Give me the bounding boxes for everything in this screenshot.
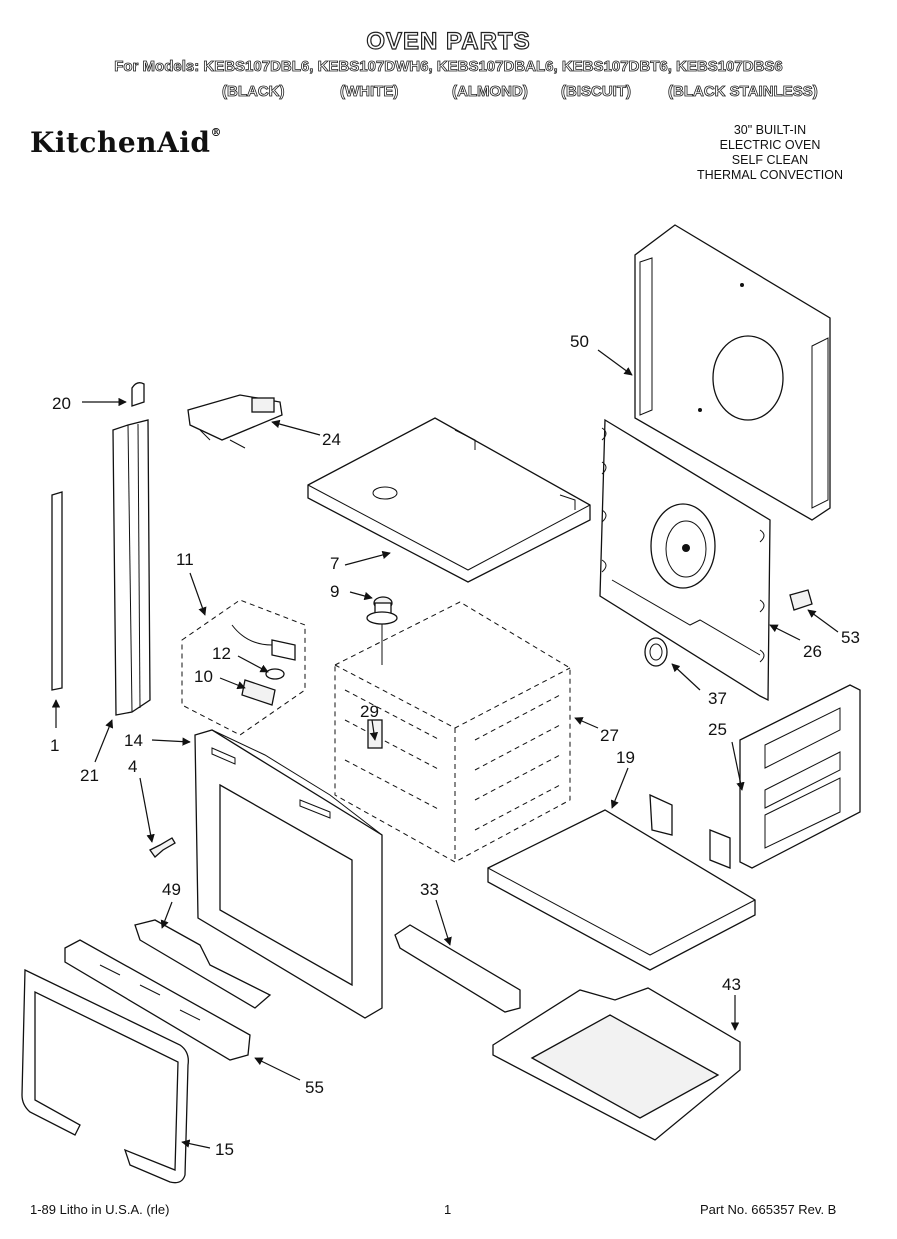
part-25-side-panel xyxy=(739,684,861,869)
product-description: 30" BUILT-IN ELECTRIC OVEN SELF CLEAN TH… xyxy=(670,123,870,183)
part-7-top-panel xyxy=(307,417,591,583)
desc-line-2: ELECTRIC OVEN xyxy=(719,138,821,152)
callout-27: 27 xyxy=(600,726,619,745)
color-black: (BLACK) xyxy=(222,83,285,101)
part-1-side-trim xyxy=(51,491,63,691)
color-almond: (ALMOND) xyxy=(452,83,529,101)
callout-12: 12 xyxy=(212,644,231,663)
callout-20: 20 xyxy=(52,394,71,413)
part-53-clip xyxy=(789,589,813,611)
part-33-rail xyxy=(394,924,521,1013)
callout-26: 26 xyxy=(803,642,822,661)
callout-21: 21 xyxy=(80,766,99,785)
desc-line-1: 30" BUILT-IN xyxy=(733,123,807,137)
callout-43: 43 xyxy=(722,975,741,994)
kitchenaid-logo: KitchenAid® xyxy=(30,126,222,159)
callout-11: 11 xyxy=(176,550,194,569)
models-line: For Models: KEBS107DBL6, KEBS107DWH6, KE… xyxy=(114,58,783,76)
callout-24: 24 xyxy=(322,430,341,449)
callout-37: 37 xyxy=(708,689,727,708)
callout-53: 53 xyxy=(841,628,860,647)
desc-line-3: SELF CLEAN xyxy=(731,153,809,167)
callout-15: 15 xyxy=(215,1140,234,1159)
callout-9: 9 xyxy=(330,582,340,601)
callout-19: 19 xyxy=(616,748,635,767)
callout-50: 50 xyxy=(570,332,589,351)
color-black-stainless: (BLACK STAINLESS) xyxy=(668,83,819,101)
callout-29: 29 xyxy=(360,702,379,721)
footer-part-number: Part No. 665357 Rev. B xyxy=(700,1202,837,1217)
color-white: (WHITE) xyxy=(340,83,399,101)
callout-25: 25 xyxy=(708,720,727,739)
part-27-oven-cavity xyxy=(334,601,571,863)
callout-33: 33 xyxy=(420,880,439,899)
part-20-cap xyxy=(131,382,145,407)
color-biscuit: (BISCUIT) xyxy=(561,83,632,101)
callout-49: 49 xyxy=(162,880,181,899)
registered-trademark-icon: ® xyxy=(210,126,222,139)
callout-14: 14 xyxy=(124,731,143,750)
part-14-front-frame xyxy=(194,729,383,1019)
desc-line-4: THERMAL CONVECTION xyxy=(696,168,844,182)
part-26-convection-panel xyxy=(599,418,771,702)
callout-10: 10 xyxy=(194,667,213,686)
page-title: OVEN PARTS xyxy=(366,27,531,55)
part-55-vent-trim xyxy=(64,939,251,1061)
part-11-wiring-harness xyxy=(181,599,306,736)
part-15-door-gasket xyxy=(21,968,189,1184)
part-21-side-rail xyxy=(112,419,151,716)
part-4-screw xyxy=(149,837,176,858)
leader-lines xyxy=(51,349,839,1149)
part-37-gasket xyxy=(644,637,668,667)
callout-7: 7 xyxy=(330,554,340,573)
part-24-lock-assembly xyxy=(187,394,283,449)
part-19-bottom-panel xyxy=(487,793,756,971)
callout-1: 1 xyxy=(50,736,60,755)
part-50-rear-panel xyxy=(634,224,831,521)
callout-4: 4 xyxy=(128,757,138,776)
footer-page-number: 1 xyxy=(444,1202,452,1217)
callout-55: 55 xyxy=(305,1078,324,1097)
logo-text: KitchenAid xyxy=(30,126,211,159)
part-9-fan-motor xyxy=(366,596,398,665)
part-43-bottom-pan xyxy=(492,987,741,1141)
footer-litho: 1-89 Litho in U.S.A. (rle) xyxy=(30,1202,170,1217)
